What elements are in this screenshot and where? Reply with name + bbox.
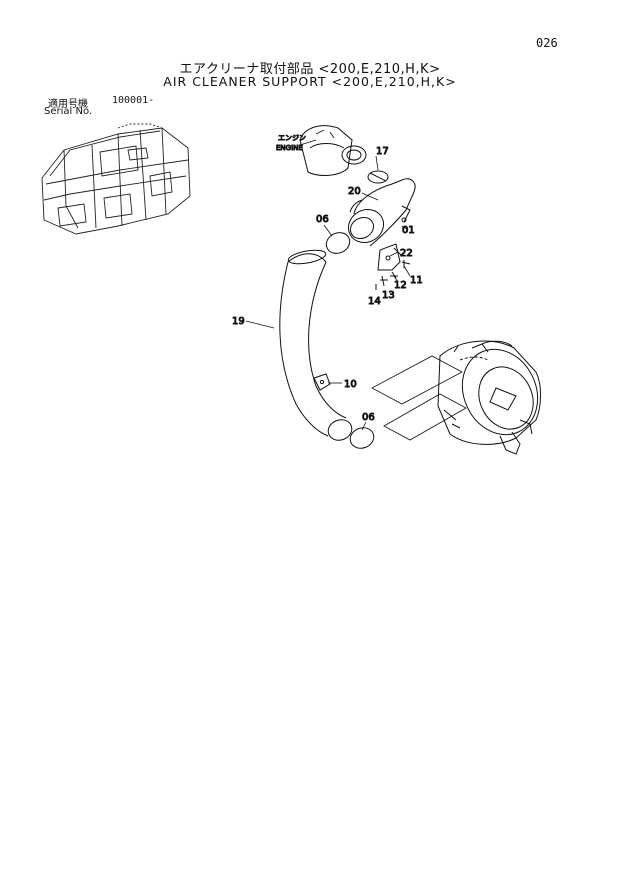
clamp-17 bbox=[367, 170, 389, 184]
bracket-10 bbox=[313, 373, 331, 391]
engine-label-english: ENGINE bbox=[276, 144, 303, 152]
phantom-outline bbox=[371, 355, 463, 405]
callout-17: 17 bbox=[376, 146, 389, 157]
callout-22: 22 bbox=[400, 248, 413, 259]
air-cleaner-body bbox=[437, 340, 541, 455]
callout-01: 01 bbox=[402, 225, 415, 236]
serial-label-english: Serial No. bbox=[44, 106, 93, 117]
callout-11: 11 bbox=[410, 275, 423, 286]
engine-label-japanese: エンジン bbox=[278, 134, 306, 142]
callout-06-upper: 06 bbox=[316, 214, 329, 225]
callout-14: 14 bbox=[368, 296, 381, 307]
page-number: 026 bbox=[536, 36, 558, 50]
engine-intake-assembly bbox=[299, 125, 416, 290]
bolt-11 bbox=[401, 260, 411, 268]
nut-13 bbox=[380, 275, 388, 287]
leader-lines bbox=[245, 139, 411, 431]
machine-overview-illustration bbox=[41, 123, 191, 235]
serial-number: 100001- bbox=[112, 95, 155, 106]
title-japanese: エアクリーナ取付部品 <200,E,210,H,K> bbox=[179, 62, 441, 77]
intake-hose-19 bbox=[279, 249, 375, 449]
callout-13: 13 bbox=[382, 290, 395, 301]
phantom-outline-lower bbox=[383, 393, 467, 441]
clamp-06-lower bbox=[349, 427, 375, 449]
washer-12 bbox=[390, 271, 398, 279]
title-english: AIR CLEANER SUPPORT <200,E,210,H,K> bbox=[163, 74, 457, 89]
callout-06-lower: 06 bbox=[362, 412, 375, 423]
callout-10: 10 bbox=[344, 379, 357, 390]
clamp-06-upper bbox=[325, 232, 351, 254]
callout-20: 20 bbox=[348, 186, 361, 197]
callout-19: 19 bbox=[232, 316, 245, 327]
bracket-22 bbox=[377, 243, 401, 271]
serial-label-japanese: 適用号機 bbox=[48, 99, 88, 110]
callout-12: 12 bbox=[394, 280, 407, 291]
